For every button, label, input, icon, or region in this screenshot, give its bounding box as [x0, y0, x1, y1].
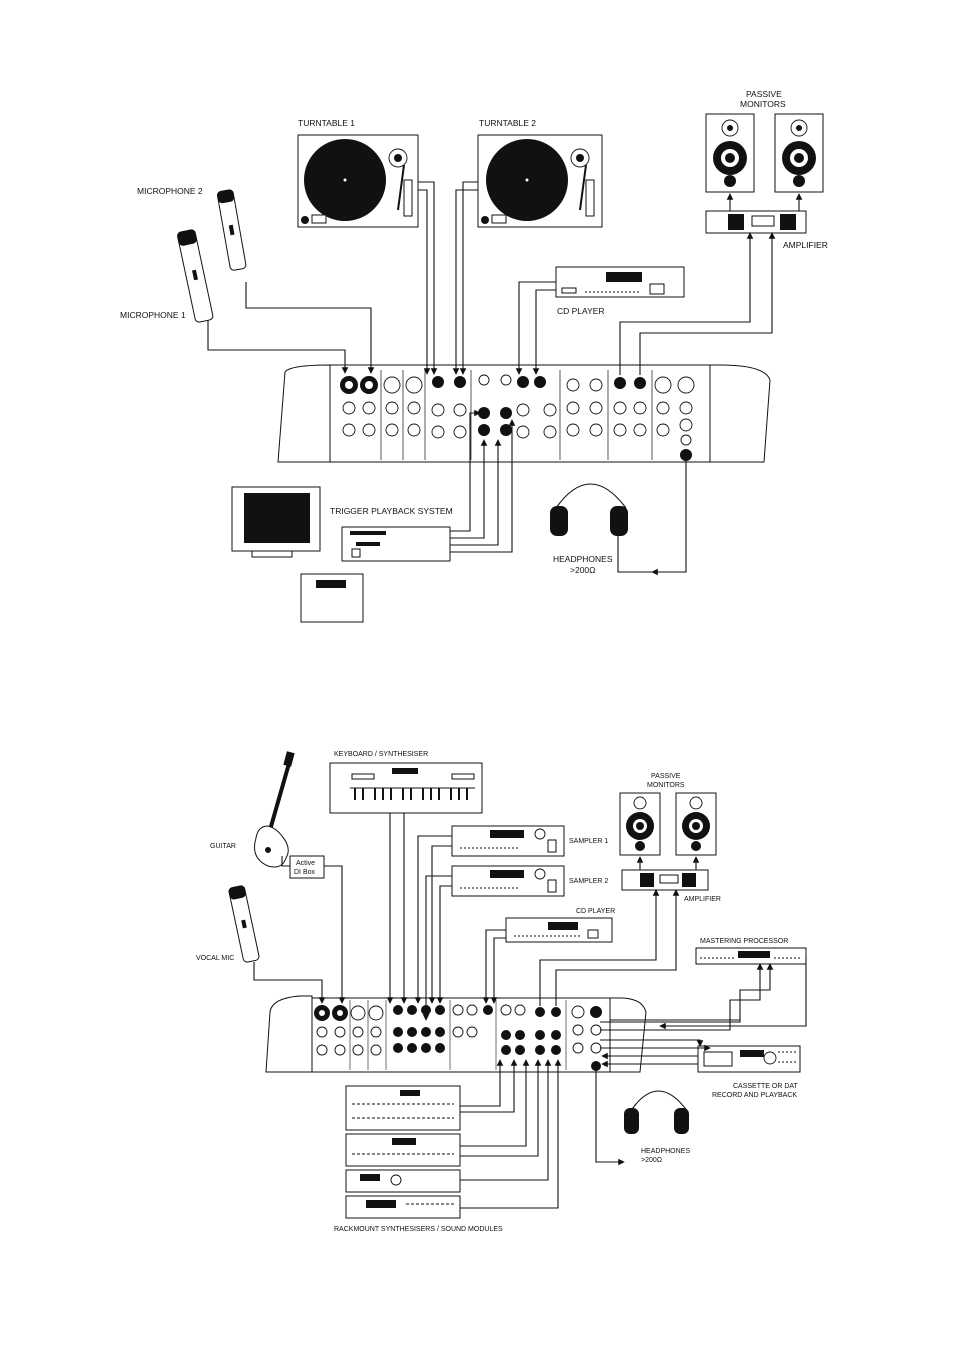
mastering-label: MASTERING PROCESSOR — [700, 938, 788, 945]
turntable-2-label: TURNTABLE 2 — [479, 118, 536, 128]
bottom-wires — [253, 813, 807, 1209]
top-headphones-imp: >200Ω — [570, 565, 596, 575]
bottom-headphones-label: HEADPHONES — [641, 1148, 690, 1155]
microphone-2 — [216, 189, 247, 271]
sampler-1 — [451, 825, 565, 857]
top-headphones-label: HEADPHONES — [553, 554, 613, 564]
top-monitors-label-1: PASSIVE — [746, 89, 782, 99]
bottom-headphones — [624, 1090, 689, 1134]
vocal-mic — [228, 885, 260, 963]
cassette-dat — [697, 1045, 801, 1073]
top-wires — [207, 181, 803, 576]
microphone-1-label: MICROPHONE 1 — [120, 310, 186, 320]
rackmount-units — [345, 1085, 461, 1219]
trigger-playback-system — [231, 486, 451, 623]
bottom-diagram: KEYBOARD / SYNTHESISER — [196, 751, 807, 1233]
sampler-2-label: SAMPLER 2 — [569, 878, 608, 885]
bottom-amplifier-label: AMPLIFIER — [684, 896, 721, 903]
keyboard-synthesiser — [329, 762, 483, 814]
top-mixer — [277, 364, 771, 463]
bottom-headphones-imp: >200Ω — [641, 1157, 662, 1164]
turntable-1 — [297, 134, 419, 228]
rackmount-label: RACKMOUNT SYNTHESISERS / SOUND MODULES — [334, 1226, 503, 1233]
turntable-2 — [477, 134, 603, 228]
top-monitor-right — [774, 113, 824, 193]
top-amplifier — [705, 210, 807, 234]
top-diagram: TURNTABLE 1 TURNTABLE 2 PASSIVE MONITORS — [120, 89, 828, 623]
top-cd-player — [555, 266, 685, 298]
guitar — [254, 751, 295, 868]
guitar-label: GUITAR — [210, 843, 236, 850]
bottom-amplifier — [621, 869, 709, 891]
di-box-label-2: DI Box — [294, 869, 316, 876]
mastering-processor — [695, 947, 807, 965]
top-monitors-label-2: MONITORS — [740, 99, 786, 109]
bottom-mixer — [265, 995, 647, 1073]
top-monitor-left — [705, 113, 755, 193]
bottom-monitor-right — [675, 792, 717, 856]
sampler-2 — [451, 865, 565, 897]
vocal-mic-label: VOCAL MIC — [196, 955, 234, 962]
bottom-monitor-left — [619, 792, 661, 856]
bottom-cd-player — [505, 917, 613, 943]
cassette-label-1: CASSETTE OR DAT — [733, 1083, 799, 1090]
top-amplifier-label: AMPLIFIER — [783, 240, 828, 250]
microphone-1 — [177, 229, 214, 323]
di-box-label-1: Active — [296, 860, 315, 867]
top-cd-player-label: CD PLAYER — [557, 306, 605, 316]
bottom-monitors-label-1: PASSIVE — [651, 773, 681, 780]
bottom-monitors-label-2: MONITORS — [647, 782, 685, 789]
turntable-1-label: TURNTABLE 1 — [298, 118, 355, 128]
di-box — [289, 855, 325, 879]
bottom-cd-player-label: CD PLAYER — [576, 908, 615, 915]
microphone-2-label: MICROPHONE 2 — [137, 186, 203, 196]
keyboard-label: KEYBOARD / SYNTHESISER — [334, 751, 428, 758]
trigger-playback-label: TRIGGER PLAYBACK SYSTEM — [330, 506, 453, 516]
cassette-label-2: RECORD AND PLAYBACK — [712, 1092, 797, 1099]
sampler-1-label: SAMPLER 1 — [569, 838, 608, 845]
top-headphones — [550, 483, 628, 536]
